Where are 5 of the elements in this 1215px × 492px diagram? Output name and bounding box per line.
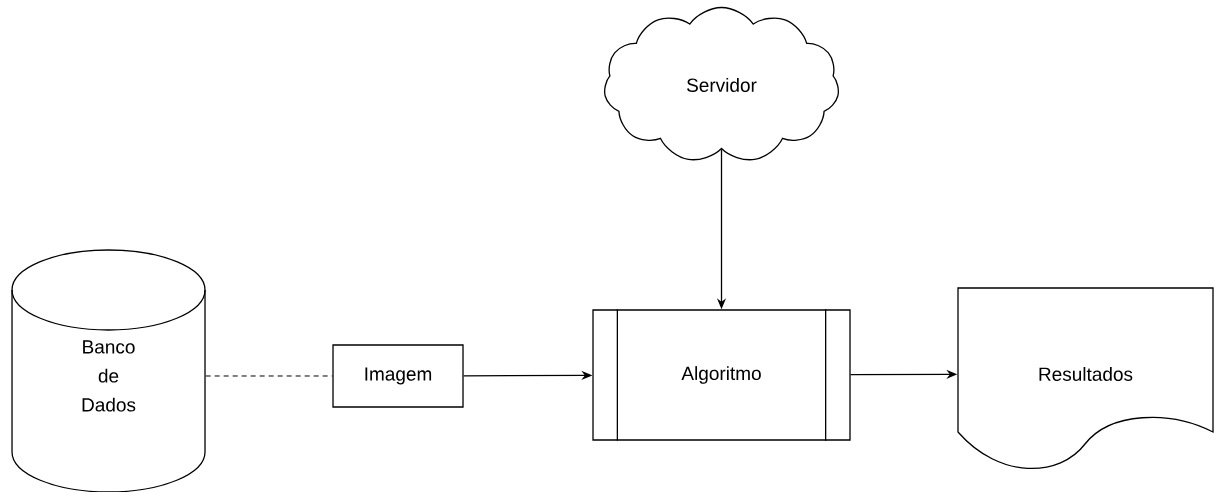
node-label: Banco de Dados (82, 340, 136, 412)
subprocess-box: Algoritmo (592, 308, 851, 442)
connector-line (205, 375, 333, 377)
database-cylinder: Banco de Dados (11, 249, 206, 492)
process-box: Imagem (332, 344, 464, 408)
